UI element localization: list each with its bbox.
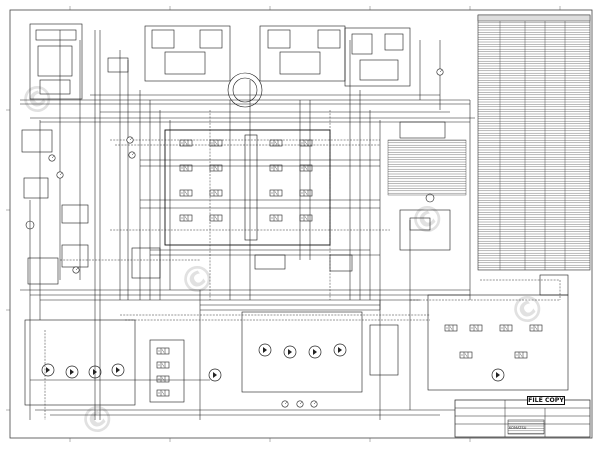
bottom-center-motor-group xyxy=(241,311,399,408)
notes-block xyxy=(387,121,467,196)
top-valve-cluster xyxy=(29,23,411,108)
bottom-right-circuit xyxy=(427,274,569,391)
main-control-valve xyxy=(164,129,331,246)
svg-text:©: © xyxy=(72,393,125,447)
left-side-components xyxy=(21,129,161,285)
file-copy-stamp: FILE COPY xyxy=(527,396,565,405)
svg-text:©: © xyxy=(502,283,555,337)
pressure-gauges xyxy=(48,68,444,274)
title-block xyxy=(454,399,591,438)
right-side-components xyxy=(254,193,451,272)
parts-list-table xyxy=(477,14,591,271)
bottom-left-pump-group xyxy=(24,319,222,406)
svg-text:©: © xyxy=(172,253,225,307)
company-name: KOMATSU xyxy=(509,426,527,430)
hydraulic-lines xyxy=(20,30,475,420)
sheet-frame xyxy=(6,6,593,442)
copyright-watermark: © © © © © xyxy=(12,73,555,447)
